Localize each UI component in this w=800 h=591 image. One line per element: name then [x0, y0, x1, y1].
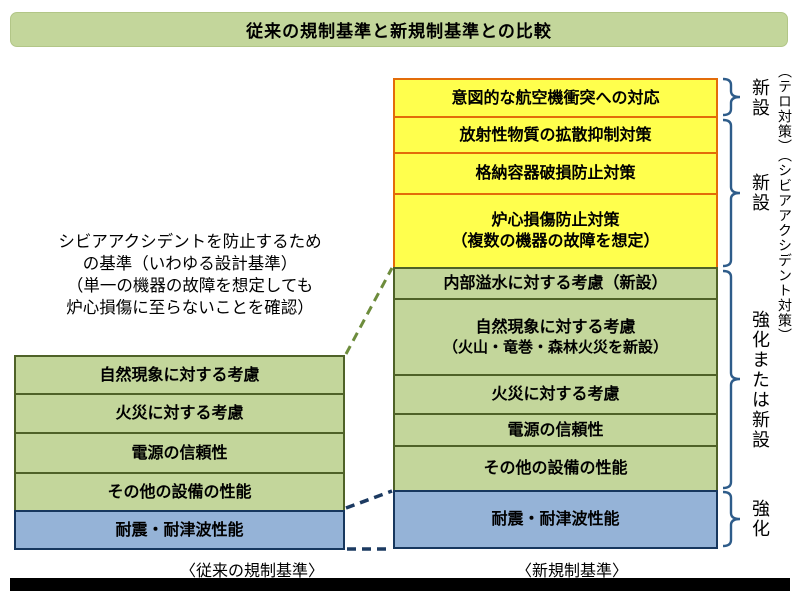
old-box-power-reliability: 電源の信頼性 — [14, 432, 345, 474]
box-label: その他の設備の性能 — [107, 481, 252, 501]
new-box-other-equipment: その他の設備の性能 — [393, 445, 718, 492]
new-box-core-damage: 炉心損傷防止対策 （複数の機器の故障を想定） — [393, 193, 718, 269]
new-box-natural-phenomena: 自然現象に対する考慮 （火山・竜巻・森林火災を新設） — [393, 298, 718, 376]
old-box-other-equipment: その他の設備の性能 — [14, 472, 345, 512]
box-label: 意図的な航空機衝突への対応 — [451, 87, 660, 107]
new-standards-column: 意図的な航空機衝突への対応 放射性物質の拡散抑制対策 格納容器破損防止対策 炉心… — [393, 78, 718, 549]
annotation-strengthen-or-new: 強化または新設 — [749, 310, 770, 450]
box-label: （火山・竜巻・森林火災を新設） — [442, 337, 668, 356]
new-box-containment-damage: 格納容器破損防止対策 — [393, 152, 718, 195]
old-box-fire: 火災に対する考慮 — [14, 393, 345, 434]
note-line: シビアアクシデントを防止するため — [58, 232, 322, 251]
annotation-terror-measures: （テロ対策） — [776, 64, 792, 154]
new-column-label: 〈新規制基準〉 — [515, 561, 628, 580]
old-box-seismic-tsunami: 耐震・耐津波性能 — [14, 510, 345, 550]
new-box-fire: 火災に対する考慮 — [393, 374, 718, 415]
annotation-severe-accident-measures: （シビアアクシデント対策） — [776, 148, 792, 343]
annotation-strengthen: 強化 — [749, 499, 770, 539]
brace-terror — [722, 77, 741, 117]
box-label: 自然現象に対する考慮 — [99, 364, 260, 384]
annotation-new-terror: 新設 — [749, 78, 770, 118]
new-box-radioactive-dispersion: 放射性物質の拡散抑制対策 — [393, 116, 718, 154]
new-box-aircraft-impact: 意図的な航空機衝突への対応 — [393, 78, 718, 118]
new-box-seismic-tsunami: 耐震・耐津波性能 — [393, 490, 718, 549]
old-column-label: 〈従来の規制基準〉 — [179, 561, 324, 580]
note-line: の基準（いわゆる設計基準） — [82, 254, 298, 273]
box-label: 火災に対する考慮 — [491, 384, 620, 404]
brace-strengthen — [722, 490, 741, 548]
note-line: 炉心損傷に至らないことを確認） — [66, 298, 314, 317]
note-line: （単一の機器の故障を想定しても — [66, 276, 314, 295]
brace-strengthen-or-new — [722, 269, 741, 490]
page-title: 従来の規制基準と新規制基準との比較 — [10, 12, 788, 47]
new-box-power-reliability: 電源の信頼性 — [393, 413, 718, 447]
box-label: 耐震・耐津波性能 — [491, 509, 620, 529]
box-label: 電源の信頼性 — [507, 419, 604, 439]
box-label: 炉心損傷防止対策 — [491, 210, 620, 230]
box-label: 電源の信頼性 — [131, 442, 228, 462]
design-basis-note: シビアアクシデントを防止するため の基準（いわゆる設計基準） （単一の機器の故障… — [15, 231, 365, 319]
annotation-new-severe-accident: 新設 — [749, 173, 770, 213]
brace-severe-accident — [722, 118, 741, 268]
box-label: 格納容器破損防止対策 — [475, 163, 636, 183]
box-label: 耐震・耐津波性能 — [115, 519, 244, 539]
box-label: 内部溢水に対する考慮（新設） — [443, 273, 668, 293]
box-label: 自然現象に対する考慮 — [475, 316, 636, 336]
box-label: （複数の機器の故障を想定） — [451, 231, 660, 250]
box-label: 火災に対する考慮 — [115, 403, 244, 423]
box-label: その他の設備の性能 — [483, 458, 628, 478]
bottom-border-bar — [10, 578, 790, 591]
box-label: 放射性物質の拡散抑制対策 — [459, 124, 652, 144]
blue-dashed-connector-top — [345, 489, 393, 510]
old-standards-column: 自然現象に対する考慮 火災に対する考慮 電源の信頼性 その他の設備の性能 耐震・… — [14, 355, 345, 550]
old-box-natural-phenomena: 自然現象に対する考慮 — [14, 355, 345, 395]
new-box-internal-flooding: 内部溢水に対する考慮（新設） — [393, 267, 718, 300]
